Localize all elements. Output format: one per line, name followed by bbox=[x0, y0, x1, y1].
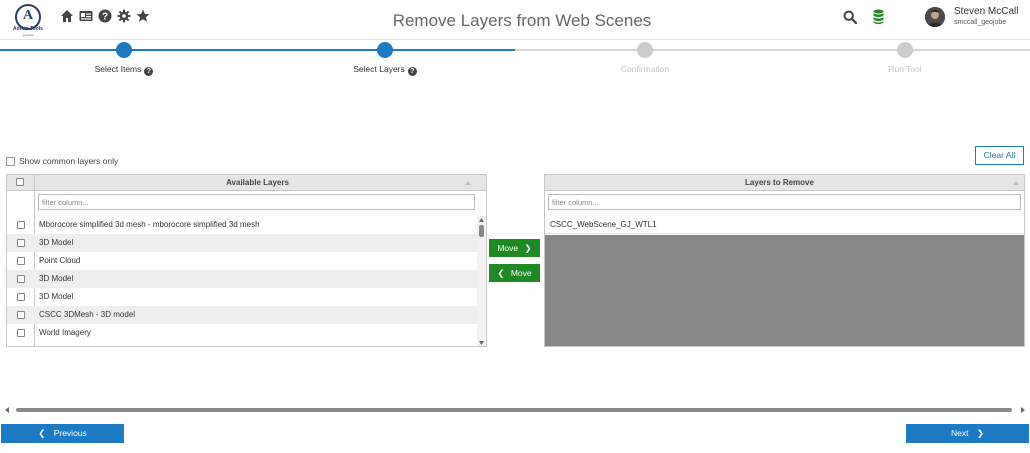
move-left-label: Move bbox=[510, 268, 532, 278]
list-item[interactable]: CSCC_WebScene_GJ_WTL1 bbox=[545, 216, 1024, 234]
help-icon[interactable]: ? bbox=[144, 67, 154, 76]
scroll-down-icon[interactable] bbox=[477, 340, 486, 346]
move-right-label: Move bbox=[497, 243, 519, 253]
chevron-right-icon: ❯ bbox=[524, 243, 532, 253]
column-separator bbox=[34, 175, 35, 346]
chevron-left-icon: ❮ bbox=[497, 268, 505, 278]
move-left-button[interactable]: ❮ Move bbox=[489, 264, 540, 282]
step-2-dot[interactable] bbox=[377, 42, 393, 58]
row-label: 3D Model bbox=[39, 238, 74, 247]
available-layers-title[interactable]: Available Layers bbox=[226, 178, 289, 187]
step-1-label[interactable]: Select Items? bbox=[24, 64, 224, 76]
sort-arrow-icon[interactable] bbox=[465, 181, 471, 185]
available-scrollbar[interactable] bbox=[477, 216, 486, 346]
row-checkbox[interactable] bbox=[17, 257, 25, 265]
list-item[interactable]: World Imagery bbox=[7, 324, 478, 342]
row-checkbox[interactable] bbox=[17, 329, 25, 337]
scroll-thumb[interactable] bbox=[16, 408, 1012, 412]
step-3-dot bbox=[637, 42, 653, 58]
row-checkbox[interactable] bbox=[17, 275, 25, 283]
show-common-layers-toggle[interactable]: Show common layers only bbox=[6, 156, 118, 166]
remove-filter-input[interactable] bbox=[548, 194, 1021, 210]
home-icon[interactable] bbox=[60, 9, 74, 23]
user-id: smccall_geojobe bbox=[954, 19, 1007, 26]
header-toolbar: ? bbox=[60, 9, 150, 23]
admin-tools-logo[interactable]: A Admin Tools geojobe bbox=[11, 4, 45, 38]
move-right-button[interactable]: Move ❯ bbox=[489, 239, 540, 257]
step-3-text: Confirmation bbox=[620, 64, 670, 74]
show-common-layers-checkbox[interactable] bbox=[6, 156, 15, 166]
row-label: World Imagery bbox=[39, 328, 91, 337]
search-icon[interactable] bbox=[843, 10, 857, 24]
available-layers-grid: Available Layers Mborocore simplified 3d… bbox=[6, 174, 487, 347]
row-checkbox[interactable] bbox=[17, 221, 25, 229]
list-item[interactable]: Point Cloud bbox=[7, 252, 478, 270]
step-4-dot bbox=[897, 42, 913, 58]
page-horizontal-scrollbar[interactable] bbox=[5, 405, 1025, 415]
scroll-thumb[interactable] bbox=[479, 225, 484, 237]
avatar-photo bbox=[925, 7, 945, 27]
step-2-label[interactable]: Select Layers? bbox=[285, 64, 485, 76]
scroll-left-icon[interactable] bbox=[5, 407, 9, 413]
page-title: Remove Layers from Web Scenes bbox=[392, 11, 652, 30]
show-common-layers-label: Show common layers only bbox=[19, 156, 119, 166]
step-2-text: Select Layers bbox=[353, 64, 405, 74]
logo-emblem: A bbox=[15, 4, 41, 30]
list-item[interactable]: 3D Model bbox=[7, 288, 478, 306]
available-filter-input[interactable] bbox=[38, 194, 475, 210]
app-header: A Admin Tools geojobe ? bbox=[0, 0, 1030, 40]
list-item[interactable]: Mborocore simplified 3d mesh - mborocore… bbox=[7, 216, 478, 234]
row-label: Point Cloud bbox=[39, 256, 81, 265]
chevron-right-icon: ❯ bbox=[976, 428, 984, 438]
previous-button[interactable]: ❮ Previous bbox=[1, 424, 124, 443]
list-item[interactable]: CSCC 3DMesh - 3D model bbox=[7, 306, 478, 324]
layers-to-remove-header: Layers to Remove bbox=[545, 175, 1024, 191]
step-1-dot[interactable] bbox=[116, 42, 132, 58]
scroll-right-icon[interactable] bbox=[1021, 407, 1025, 413]
user-name[interactable]: Steven McCall bbox=[954, 6, 1019, 17]
logo-subtext: geojobe bbox=[22, 33, 34, 37]
row-checkbox[interactable] bbox=[17, 293, 25, 301]
list-item[interactable]: 3D Model bbox=[7, 234, 478, 252]
row-label: CSCC 3DMesh - 3D model bbox=[39, 310, 136, 319]
row-label: 3D Model bbox=[39, 292, 74, 301]
layers-to-remove-grid: Layers to Remove CSCC_WebScene_GJ_WTL1 bbox=[544, 174, 1025, 347]
row-label: Mborocore simplified 3d mesh - mborocore… bbox=[39, 220, 260, 229]
step-3-label: Confirmation bbox=[545, 64, 745, 74]
logo-text: Admin Tools bbox=[13, 26, 43, 32]
next-label: Next bbox=[951, 428, 969, 438]
database-icon[interactable] bbox=[873, 9, 884, 24]
row-label: 3D Model bbox=[39, 274, 74, 283]
star-icon[interactable] bbox=[136, 9, 150, 23]
step-4-label: Run Tool bbox=[805, 64, 1005, 74]
row-checkbox[interactable] bbox=[17, 239, 25, 247]
layers-to-remove-title[interactable]: Layers to Remove bbox=[745, 178, 814, 187]
clear-all-button[interactable]: Clear All bbox=[975, 146, 1024, 165]
list-item[interactable]: 3D Model bbox=[7, 270, 478, 288]
step-4-text: Run Tool bbox=[888, 64, 922, 74]
row-checkbox[interactable] bbox=[17, 311, 25, 319]
avatar[interactable] bbox=[925, 7, 945, 27]
step-1-text: Select Items bbox=[94, 64, 142, 74]
help-icon[interactable]: ? bbox=[407, 67, 417, 76]
scroll-up-icon[interactable] bbox=[477, 217, 486, 223]
svg-text:?: ? bbox=[102, 12, 108, 23]
chevron-left-icon: ❮ bbox=[38, 428, 46, 438]
sort-arrow-icon[interactable] bbox=[1013, 181, 1019, 185]
help-icon[interactable]: ? bbox=[98, 9, 112, 23]
row-label: CSCC_WebScene_GJ_WTL1 bbox=[550, 220, 657, 229]
gear-icon[interactable] bbox=[117, 9, 131, 23]
wizard-stepper: Select Items? Select Layers? Confirmatio… bbox=[0, 40, 1030, 80]
stepper-progress-track bbox=[0, 49, 515, 51]
empty-grid-area bbox=[545, 235, 1024, 346]
stepper-remaining-track bbox=[515, 49, 1030, 51]
id-card-icon[interactable] bbox=[79, 9, 93, 23]
available-layers-header: Available Layers bbox=[7, 175, 486, 191]
previous-label: Previous bbox=[53, 428, 87, 438]
next-button[interactable]: Next ❯ bbox=[906, 424, 1029, 443]
select-all-checkbox[interactable] bbox=[16, 178, 24, 186]
